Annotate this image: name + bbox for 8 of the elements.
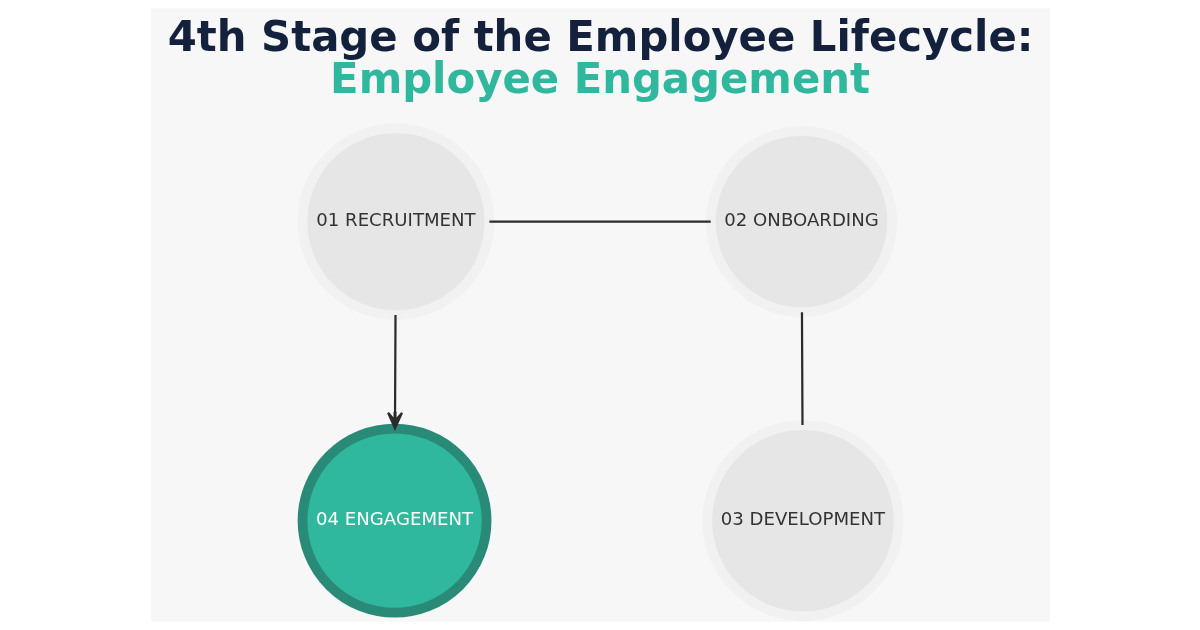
arrow [386,315,403,430]
node-circle: 04 ENGAGEMENT [297,423,491,618]
connector [488,220,711,223]
node-circle: 03 DEVELOPMENT [701,420,903,622]
connector [800,312,804,425]
node-circle: 02 ONBOARDING [705,126,897,317]
node-circle: 01 RECRUITMENT [297,123,494,320]
diagram-title: 4th Stage of the Employee Lifecycle: Employee Engagement [167,12,1034,104]
